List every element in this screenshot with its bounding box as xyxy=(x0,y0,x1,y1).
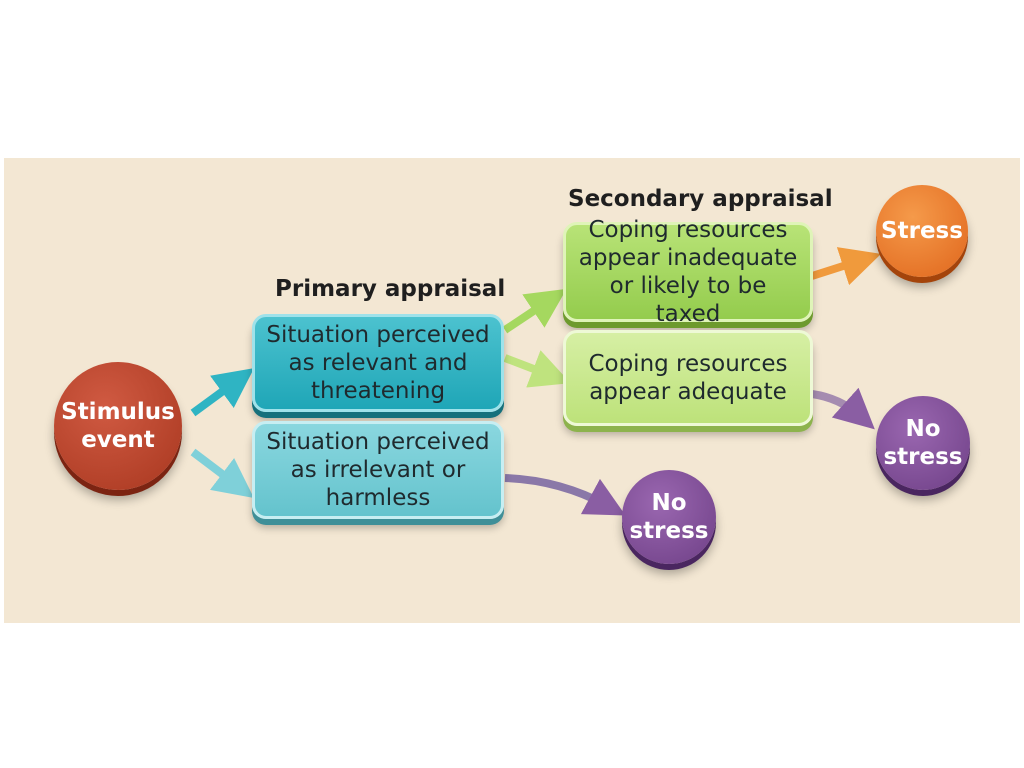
irrelevant-harmless-label: Situation perceived as irrelevant or har… xyxy=(266,429,490,511)
stimulus-event-label: Stimulus event xyxy=(61,399,175,453)
arrow-stimulus-to-irrelevant xyxy=(190,448,254,499)
arrow-relevant-to-inadequate xyxy=(502,288,567,334)
arrow-irrelevant-to-no-stress xyxy=(504,474,626,516)
no-stress-label-secondary: No stress xyxy=(883,416,963,470)
coping-adequate-box: Coping resources appear adequate xyxy=(563,330,813,426)
primary-appraisal-heading: Primary appraisal xyxy=(275,276,506,302)
coping-adequate-label: Coping resources appear adequate xyxy=(588,351,788,405)
relevant-threatening-label: Situation perceived as relevant and thre… xyxy=(266,322,490,404)
irrelevant-harmless-box: Situation perceived as irrelevant or har… xyxy=(252,421,504,519)
arrow-inadequate-to-stress xyxy=(810,247,882,286)
arrow-relevant-to-adequate xyxy=(503,350,571,388)
stress-label: Stress xyxy=(881,218,963,244)
secondary-appraisal-heading: Secondary appraisal xyxy=(568,186,833,212)
no-stress-node-secondary: No stress xyxy=(876,396,970,490)
no-stress-node-primary: No stress xyxy=(622,470,716,564)
arrow-stimulus-to-relevant xyxy=(190,368,255,417)
no-stress-label-primary: No stress xyxy=(629,490,709,544)
stimulus-event-node: Stimulus event xyxy=(54,362,182,490)
coping-inadequate-box: Coping resources appear inadequate or li… xyxy=(563,217,813,327)
relevant-threatening-box: Situation perceived as relevant and thre… xyxy=(252,314,504,412)
arrow-adequate-to-no-stress xyxy=(811,387,875,430)
stress-node: Stress xyxy=(876,185,968,277)
coping-inadequate-label: Coping resources appear inadequate or li… xyxy=(578,217,798,327)
